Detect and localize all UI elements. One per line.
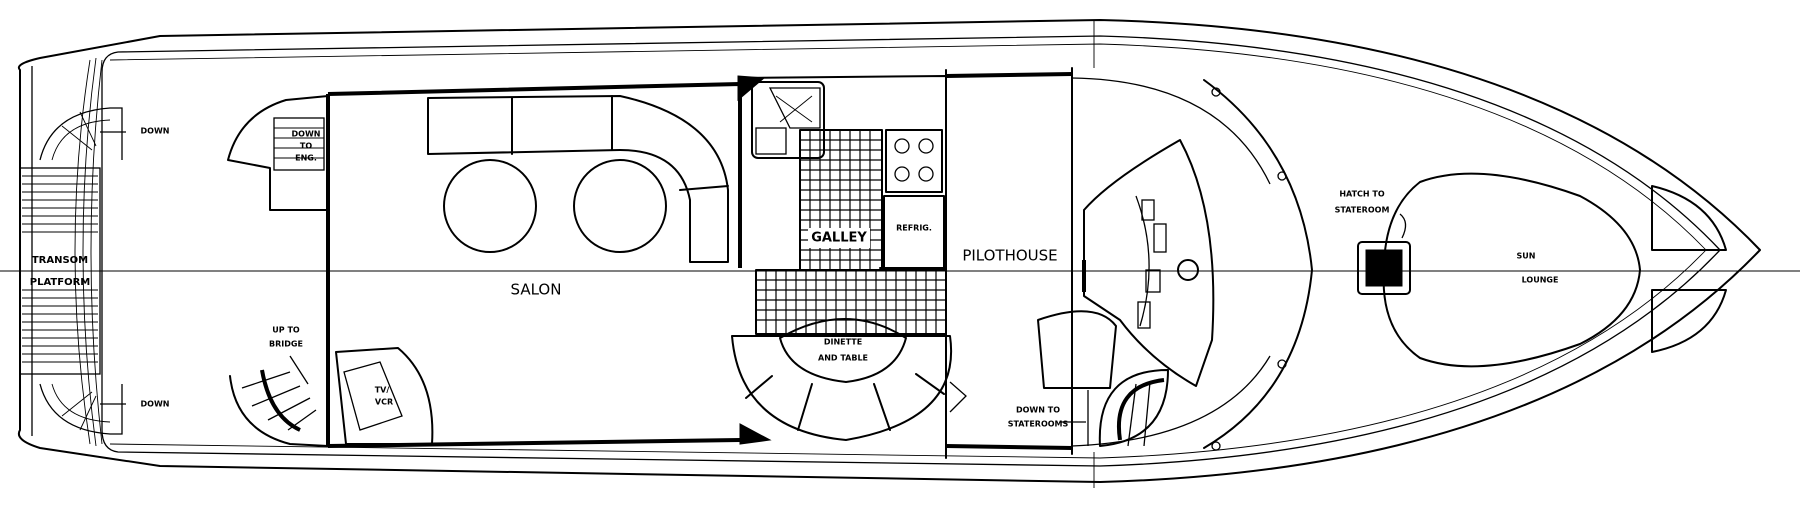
pilothouse: PILOTHOUSE DOWN TO STATEROOMS	[945, 67, 1215, 459]
stern-step-lower: DOWN	[39, 383, 170, 435]
down-label-upper: DOWN	[141, 127, 170, 136]
sun-lounge-pad	[1382, 172, 1641, 368]
dinette: DINETTE AND TABLE	[731, 318, 967, 441]
lounge-label: LOUNGE	[1522, 276, 1559, 285]
helm-console	[1083, 139, 1215, 387]
stairs-up-to-bridge: UP TO BRIDGE	[229, 326, 329, 447]
pilothouse-label: PILOTHOUSE	[962, 247, 1057, 265]
transom-platform: TRANSOM PLATFORM	[19, 167, 101, 375]
galley-label: GALLEY	[811, 231, 867, 246]
stern-step-upper: DOWN	[39, 107, 170, 161]
bridge-label-1: UP TO	[272, 326, 300, 335]
foredeck: SUN LOUNGE HATCH TO STATEROOM	[1071, 77, 1727, 451]
ottoman-left	[443, 159, 537, 253]
bow-hatch-lower	[1651, 289, 1727, 353]
sun-label: SUN	[1517, 252, 1536, 261]
helm-seat	[1037, 310, 1117, 389]
down-eng-label-1: DOWN	[292, 130, 321, 139]
ottoman-right	[573, 159, 667, 253]
galley: REFRIG.	[737, 75, 947, 445]
transom-hatching	[22, 175, 98, 363]
galley-stove	[885, 129, 943, 193]
hatch-label-2: STATEROOM	[1335, 206, 1390, 215]
tv-vcr-cabinet: TV/ VCR	[335, 347, 434, 445]
down-label-lower: DOWN	[141, 400, 170, 409]
hatch	[1357, 241, 1411, 295]
stairs-down-to-staterooms: DOWN TO STATEROOMS	[1008, 369, 1169, 447]
down-staterooms-label-1: DOWN TO	[1016, 406, 1060, 415]
transom-label-1: TRANSOM	[32, 255, 88, 266]
bow-hatch-upper	[1651, 185, 1727, 251]
transom-label-2: PLATFORM	[30, 277, 91, 288]
galley-sink	[751, 81, 825, 159]
down-eng-label-3: ENG.	[295, 154, 317, 163]
salon-label: SALON	[511, 281, 562, 299]
dinette-label-1: DINETTE	[824, 338, 862, 347]
tv-label-1: TV/	[375, 386, 390, 395]
tv-label-2: VCR	[375, 398, 393, 407]
dinette-table	[779, 318, 907, 383]
stairs-down-to-engine: DOWN TO ENG.	[227, 95, 329, 211]
hatch-label-1: HATCH TO	[1339, 190, 1385, 199]
refrig-label: REFRIG.	[896, 224, 932, 233]
galley-floor-grid	[755, 129, 947, 335]
bridge-label-2: BRIDGE	[269, 340, 303, 349]
dinette-label-2: AND TABLE	[818, 354, 868, 363]
helm-wheel	[1177, 259, 1199, 281]
down-staterooms-label-2: STATEROOMS	[1008, 420, 1069, 429]
refrigerator	[883, 195, 945, 269]
down-eng-label-2: TO	[300, 142, 312, 151]
salon-room: SALON	[326, 82, 742, 448]
